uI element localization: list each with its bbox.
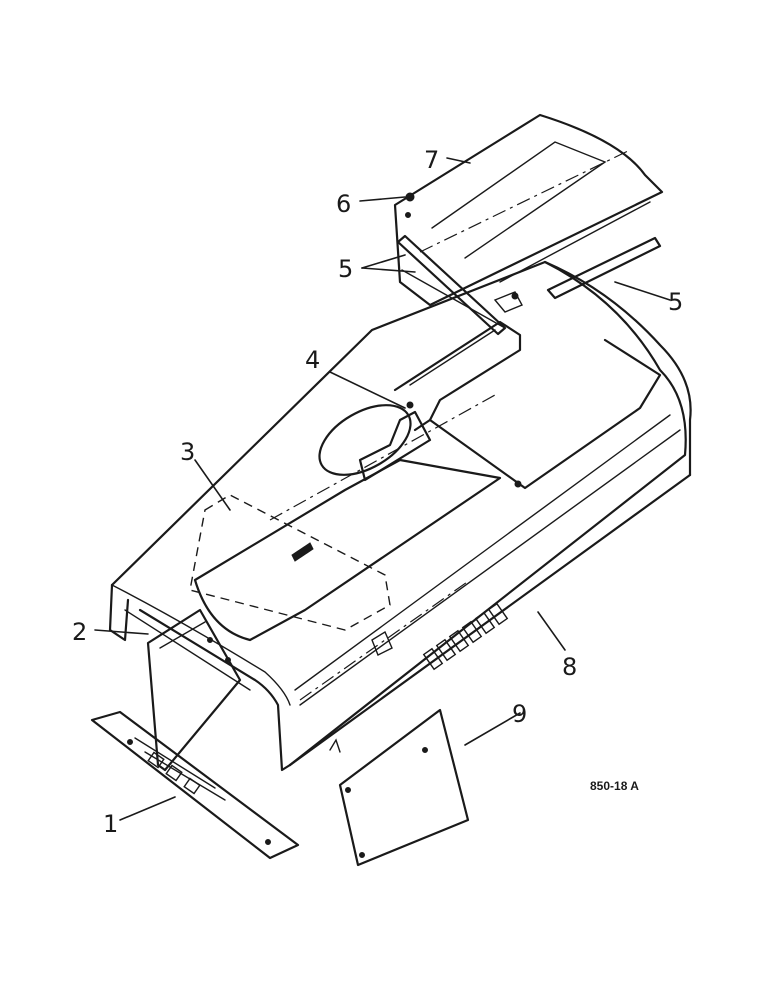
part-1-grille-bracket: [90, 710, 300, 860]
leader-lines: [94, 157, 671, 821]
callout-3: 3: [180, 438, 195, 466]
part-4-oval-opening: [318, 401, 432, 482]
part-9-side-panel: [329, 708, 470, 867]
reference-code: 850-18 A: [590, 779, 639, 793]
callout-1: 1: [103, 810, 118, 838]
part-7-top-cover: [393, 113, 664, 307]
callout-9: 9: [512, 700, 527, 728]
callout-6: 6: [336, 190, 351, 218]
callout-2: 2: [72, 618, 87, 646]
callout-4: 4: [305, 346, 320, 374]
callout-7: 7: [424, 146, 439, 174]
part-8-hood-shell: [108, 260, 692, 772]
callout-8: 8: [562, 653, 577, 681]
rear-hatch-frame: [393, 291, 662, 490]
side-louvres: [422, 602, 509, 671]
part-2-front-panel: [146, 608, 242, 772]
callout-5-right: 5: [668, 288, 683, 316]
callout-5-left: 5: [338, 255, 353, 283]
part-6-bolt: [405, 192, 415, 202]
part-5-strips: [396, 234, 662, 336]
part-3-top-panel: [189, 394, 502, 701]
